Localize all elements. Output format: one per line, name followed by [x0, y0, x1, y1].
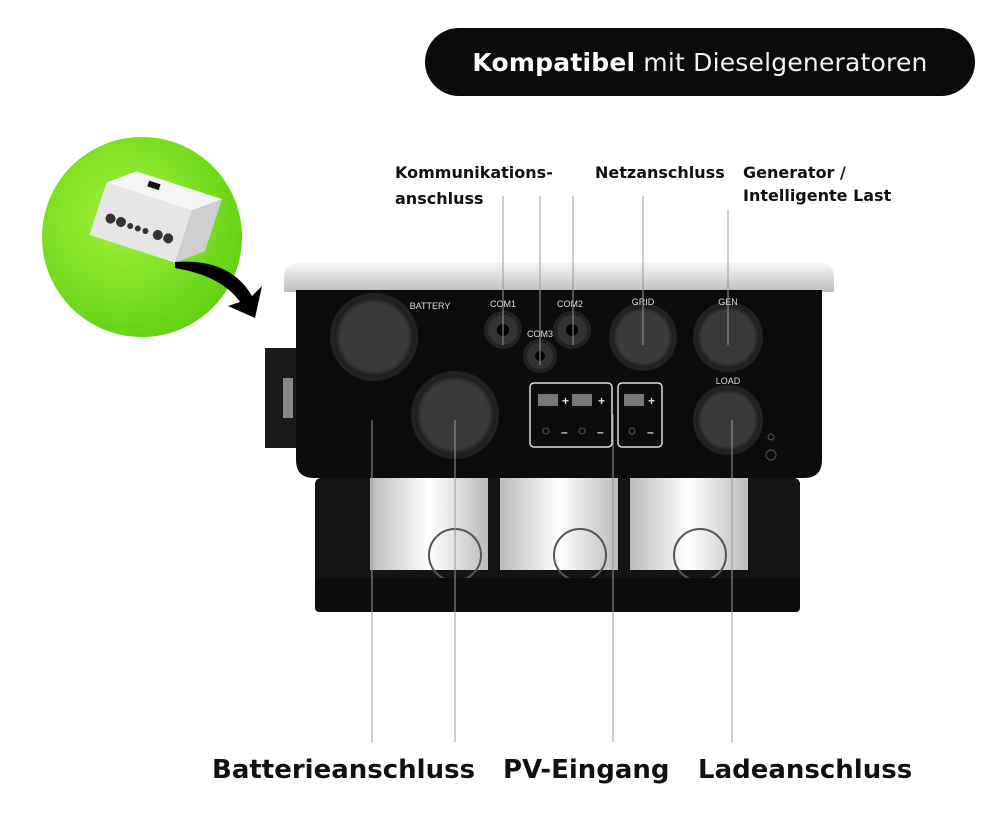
minus-sign: –: [597, 425, 604, 439]
pv-terminal-box-1: [529, 382, 613, 448]
minus-sign: –: [647, 425, 654, 439]
label-communication-line1: Kommunikations-: [395, 163, 553, 182]
plus-sign: +: [562, 394, 569, 408]
minus-sign: –: [561, 425, 568, 439]
label-battery: Batterieanschluss: [212, 755, 476, 785]
plus-sign: +: [598, 394, 605, 408]
label-load: Ladeanschluss: [698, 755, 913, 785]
pv-terminal-box-2: [617, 382, 663, 448]
label-grid: Netzanschluss: [595, 163, 725, 182]
arrow-icon: [175, 261, 262, 318]
banner-pill: Kompatibel mit Dieselgeneratoren: [425, 28, 975, 96]
banner-text: mit Dieselgeneratoren: [643, 47, 928, 77]
label-generator-line1: Generator /: [743, 163, 846, 182]
leader-lines: [371, 196, 733, 742]
load-port: [693, 385, 763, 455]
battery-port: [330, 293, 418, 381]
port-label-load: LOAD: [716, 376, 741, 386]
port-label-com2: COM2: [557, 299, 583, 309]
label-generator-line2: Intelligente Last: [743, 186, 892, 205]
port-label-battery: BATTERY: [410, 301, 451, 311]
inset-circle: [42, 137, 242, 337]
label-communication-line2: anschluss: [395, 189, 484, 208]
banner-bold-text: Kompatibel: [472, 47, 636, 77]
label-pv-input: PV-Eingang: [503, 755, 670, 785]
plus-sign: +: [648, 394, 655, 408]
